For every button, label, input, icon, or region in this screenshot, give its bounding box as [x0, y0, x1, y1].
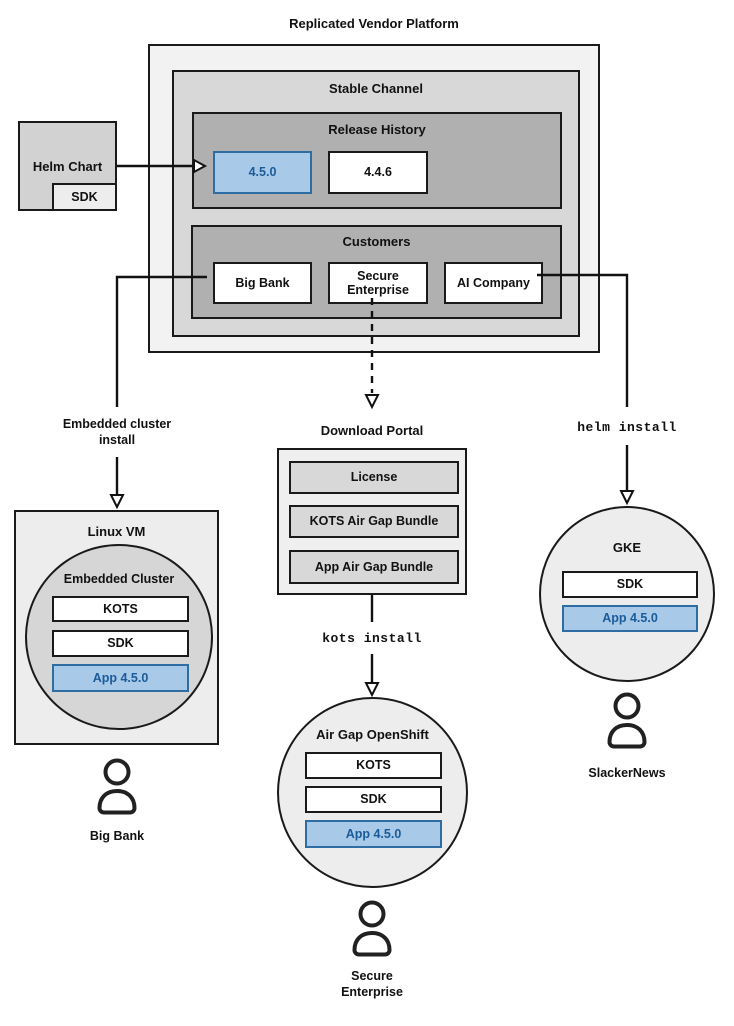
- openshift-app-box: App 4.5.0: [305, 820, 442, 848]
- embedded-cluster-label: Embedded Cluster: [63, 572, 175, 586]
- linux-vm-label: Linux VM: [87, 524, 146, 539]
- secure-enterprise-user-label: Secure Enterprise: [341, 969, 403, 999]
- secure-enterprise-user-icon: [346, 899, 398, 959]
- embedded-cluster-install-label: Embedded cluster install: [62, 417, 172, 447]
- air-gap-openshift-circle: Air Gap OpenShift KOTS SDK App 4.5.0: [277, 697, 468, 888]
- kots-install-label: kots install: [322, 631, 422, 646]
- gke-app-box: App 4.5.0: [562, 605, 698, 632]
- linux-vm-app-box: App 4.5.0: [52, 664, 189, 692]
- gke-label: GKE: [612, 540, 642, 555]
- diagram-title: Replicated Vendor Platform: [289, 16, 459, 31]
- download-portal-label: Download Portal: [320, 423, 424, 438]
- release-history-label: Release History: [328, 122, 426, 137]
- download-portal-box: License KOTS Air Gap Bundle App Air Gap …: [277, 448, 467, 595]
- linux-vm-box: Linux VM Embedded Cluster KOTS SDK App 4…: [14, 510, 219, 745]
- slackernews-user-icon: [601, 691, 653, 751]
- big-bank-user-label: Big Bank: [89, 829, 145, 843]
- slackernews-user-label: SlackerNews: [588, 766, 666, 780]
- helm-chart-box: Helm Chart SDK: [18, 121, 117, 211]
- helm-chart-sdk-box: SDK: [52, 183, 117, 211]
- customer-secure-enterprise: Secure Enterprise: [328, 262, 428, 304]
- replicated-vendor-platform-box: Stable Channel Release History 4.5.0 4.4…: [148, 44, 600, 353]
- gke-circle: GKE SDK App 4.5.0: [539, 506, 715, 682]
- stable-channel-label: Stable Channel: [329, 81, 423, 96]
- customers-label: Customers: [342, 234, 411, 249]
- customers-box: Customers Big Bank Secure Enterprise AI …: [191, 225, 562, 319]
- customer-ai-company: AI Company: [444, 262, 543, 304]
- air-gap-openshift-label: Air Gap OpenShift: [316, 727, 429, 742]
- release-version-4-5-0: 4.5.0: [213, 151, 312, 194]
- license-box: License: [289, 461, 459, 494]
- kots-air-gap-bundle-box: KOTS Air Gap Bundle: [289, 505, 459, 538]
- openshift-sdk-box: SDK: [305, 786, 442, 813]
- helm-install-label: helm install: [577, 420, 677, 435]
- linux-vm-kots-box: KOTS: [52, 596, 189, 622]
- embedded-cluster-circle: Embedded Cluster KOTS SDK App 4.5.0: [25, 544, 213, 730]
- app-air-gap-bundle-box: App Air Gap Bundle: [289, 550, 459, 584]
- openshift-kots-box: KOTS: [305, 752, 442, 779]
- customer-big-bank: Big Bank: [213, 262, 312, 304]
- release-version-4-4-6: 4.4.6: [328, 151, 428, 194]
- helm-chart-label: Helm Chart: [32, 159, 103, 174]
- stable-channel-box: Stable Channel Release History 4.5.0 4.4…: [172, 70, 580, 337]
- gke-sdk-box: SDK: [562, 571, 698, 598]
- big-bank-user-icon: [91, 757, 143, 817]
- linux-vm-sdk-box: SDK: [52, 630, 189, 657]
- release-history-box: Release History 4.5.0 4.4.6: [192, 112, 562, 209]
